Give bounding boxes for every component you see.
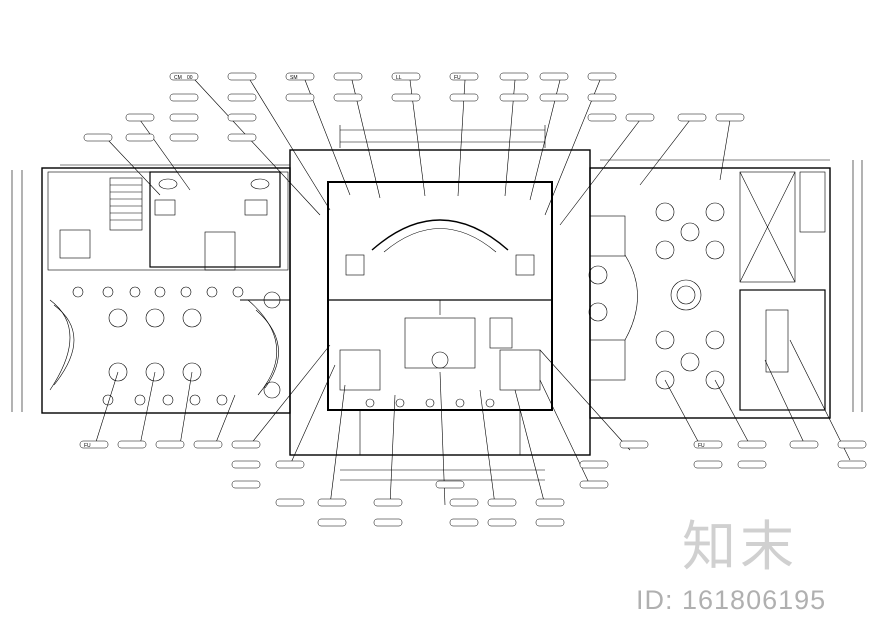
left-dining-tables (72, 286, 281, 406)
tag-code: SM (290, 75, 298, 81)
watermark-logo: 知末 (682, 515, 798, 578)
tag-code: FU (84, 443, 91, 449)
callout-tag-text: CM SM LL FU 00 FU FU (84, 75, 705, 449)
right-dining-tables (588, 202, 725, 390)
watermark-id: ID: 161806195 (636, 585, 827, 615)
tag-code: LL (396, 75, 402, 81)
right-wing (589, 167, 831, 419)
dimension-lines (11, 125, 863, 481)
tag-code: FU (698, 443, 705, 449)
left-wing (41, 167, 291, 414)
tag-code: CM (174, 75, 182, 81)
callout-tags-top (83, 72, 745, 142)
tag-code: FU (454, 75, 461, 81)
tag-grade: 00 (187, 75, 193, 81)
callout-tags-bottom (79, 440, 867, 527)
central-hall (289, 149, 591, 456)
